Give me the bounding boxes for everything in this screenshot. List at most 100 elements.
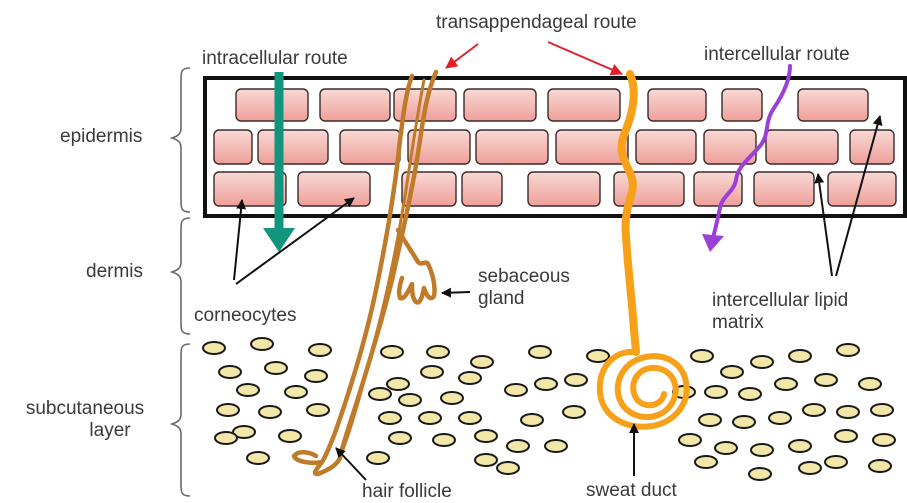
fat-cell (389, 432, 411, 444)
corneocyte-cell (462, 172, 502, 206)
fat-cell (721, 366, 743, 378)
subcutaneous-fat-cells (203, 338, 895, 480)
fat-cell (799, 462, 821, 474)
fat-cell (459, 412, 481, 424)
corneocyte-cell (636, 130, 696, 164)
fat-cell (203, 342, 225, 354)
corneocyte-cell (464, 89, 536, 121)
label-intercellular-lipid-matrix: intercellular lipid matrix (712, 290, 848, 334)
fat-cell (259, 406, 281, 418)
fat-cell (835, 430, 857, 442)
fat-cell (535, 378, 557, 390)
label-subcutaneous: subcutaneous layer (10, 398, 160, 442)
corneocyte-cell (754, 172, 814, 206)
fat-cell (733, 416, 755, 428)
fat-cell (251, 338, 273, 350)
fat-cell (459, 372, 481, 384)
label-transappendageal-route: transappendageal route (436, 12, 637, 34)
corneocyte-cell (320, 89, 390, 121)
label-sebaceous-gland: sebaceous gland (478, 266, 570, 310)
fat-cell (369, 388, 391, 400)
hair-follicle-arrow (336, 448, 366, 480)
corneocyte-cell (766, 130, 838, 164)
corneocyte-cell (722, 89, 762, 121)
label-sebaceous-line1: sebaceous (478, 266, 570, 288)
fat-cell (691, 350, 713, 362)
fat-cell (775, 378, 797, 390)
fat-cell (751, 356, 773, 368)
fat-cell (715, 442, 737, 454)
corneocyte-cell (614, 172, 684, 206)
fat-cell (565, 374, 587, 386)
fat-cell (309, 344, 331, 356)
label-subcutaneous-line2: layer (10, 420, 160, 442)
fat-cell (215, 432, 237, 444)
fat-cell (421, 366, 443, 378)
fat-cell (475, 454, 497, 466)
sebaceous-gland (398, 230, 435, 302)
fat-cell (441, 392, 463, 404)
fat-cell (387, 378, 409, 390)
corneocyte-cell (236, 89, 308, 121)
fat-cell (859, 378, 881, 390)
fat-cell (769, 412, 791, 424)
fat-cell (471, 356, 493, 368)
label-sweat-duct: sweat duct (586, 480, 677, 502)
subcutaneous-brace (172, 344, 190, 496)
fat-cell (379, 412, 401, 424)
corneocyte-cell (476, 130, 548, 164)
fat-cell (427, 346, 449, 358)
fat-cell (529, 346, 551, 358)
label-lipid-line2: matrix (712, 312, 848, 334)
label-hair-follicle: hair follicle (362, 481, 452, 503)
label-subcutaneous-line1: subcutaneous (10, 398, 160, 420)
corneocyte-cell (258, 130, 328, 164)
corneocyte-cell (556, 130, 628, 164)
sweat-gland-coil (600, 352, 687, 427)
fat-cell (497, 462, 519, 474)
fat-cell (869, 460, 891, 472)
fat-cell (751, 444, 773, 456)
hair-follicle-bulb (294, 452, 340, 474)
label-corneocytes: corneocytes (194, 305, 296, 327)
fat-cell (695, 456, 717, 468)
fat-cell (419, 412, 441, 424)
fat-cell (279, 430, 301, 442)
corneocyte-cell (340, 130, 400, 164)
fat-cell (521, 414, 543, 426)
fat-cell (825, 456, 847, 468)
fat-cell (507, 440, 529, 452)
fat-cell (381, 346, 403, 358)
fat-cell (705, 386, 727, 398)
fat-cell (505, 384, 527, 396)
corneocyte-cell (214, 130, 252, 164)
transappendageal-arrows (446, 42, 622, 74)
fat-cell (285, 386, 307, 398)
fat-cell (545, 440, 567, 452)
fat-cell (237, 384, 259, 396)
fat-cell (265, 362, 287, 374)
fat-cell (871, 404, 893, 416)
corneocyte-cell (648, 89, 706, 121)
corneocyte-cell (528, 172, 600, 206)
corneocyte-cell (298, 172, 370, 206)
fat-cell (587, 350, 609, 362)
fat-cell (837, 406, 859, 418)
fat-cell (247, 452, 269, 464)
label-intracellular-route: intracellular route (202, 48, 348, 70)
fat-cell (789, 440, 811, 452)
fat-cell (815, 374, 837, 386)
fat-cell (873, 434, 895, 446)
label-dermis: dermis (86, 261, 143, 283)
fat-cell (789, 350, 811, 362)
label-lipid-line1: intercellular lipid (712, 290, 848, 312)
fat-cell (367, 452, 389, 464)
sebaceous-arrow (442, 292, 470, 293)
fat-cell (433, 434, 455, 446)
fat-cell (739, 388, 761, 400)
epidermis-brace (172, 68, 190, 212)
fat-cell (219, 366, 241, 378)
fat-cell (305, 370, 327, 382)
fat-cell (679, 434, 701, 446)
fat-cell (837, 344, 859, 356)
